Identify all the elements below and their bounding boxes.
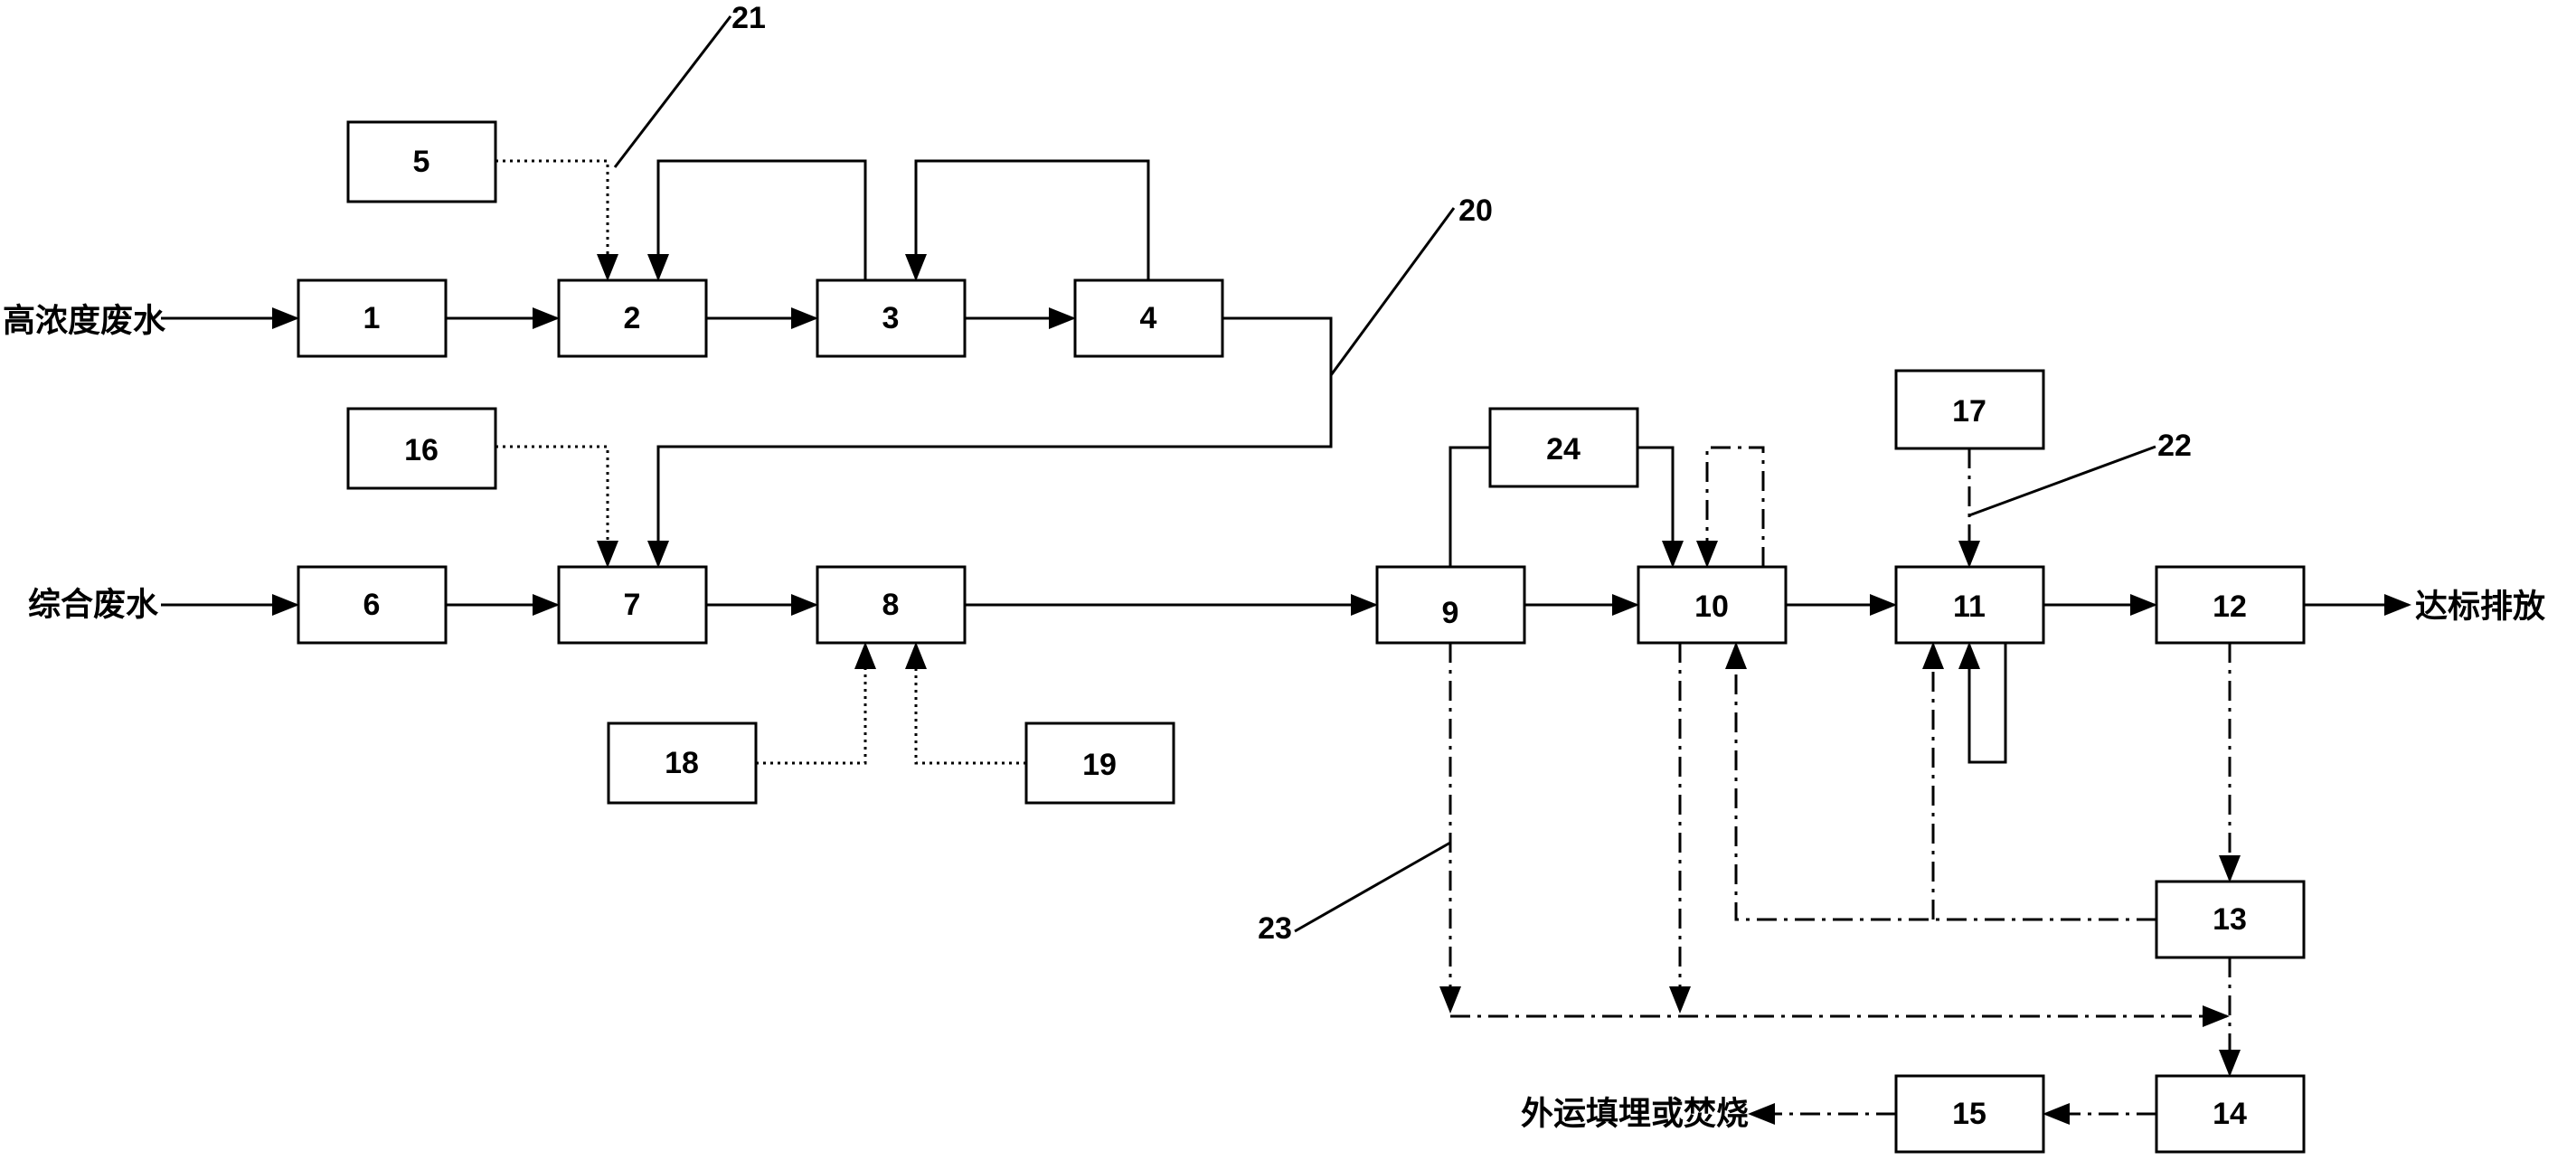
box-7-label: 7 — [624, 588, 641, 622]
box-24: 24 — [1488, 407, 1639, 488]
leader-label-22: 22 — [2157, 429, 2192, 463]
box-14-label: 14 — [2213, 1097, 2247, 1131]
box-9-label: 9 — [1442, 596, 1459, 630]
box-8: 8 — [816, 565, 967, 645]
box-19-label: 19 — [1082, 748, 1117, 782]
box-9: 9 — [1375, 565, 1526, 645]
input-label-high-concentration: 高浓度废水 — [3, 303, 166, 340]
box-1-label: 1 — [363, 301, 381, 335]
box-18: 18 — [607, 721, 758, 805]
box-10: 10 — [1637, 565, 1788, 645]
box-4-label: 4 — [1140, 301, 1157, 335]
recycle-loop-11 — [1958, 642, 2007, 764]
box-12-label: 12 — [2213, 589, 2247, 624]
box-11: 11 — [1894, 565, 2045, 645]
output-label-disposal: 外运填埋或焚烧 — [1521, 1096, 1749, 1133]
input-label-mixed: 综合废水 — [28, 587, 159, 624]
output-label-discharge: 达标排放 — [2415, 589, 2545, 626]
leader-line-20 — [1329, 207, 1456, 376]
box-13-label: 13 — [2213, 902, 2247, 937]
recycle-loop-10 — [1696, 446, 1765, 568]
dose-16-7 — [495, 445, 618, 568]
leader-label-23: 23 — [1258, 911, 1292, 946]
box-6: 6 — [297, 565, 448, 645]
box-16: 16 — [346, 407, 497, 490]
box-6-label: 6 — [363, 588, 381, 622]
box-3: 3 — [816, 278, 967, 358]
box-8-label: 8 — [882, 588, 900, 622]
dose-18-8 — [756, 642, 876, 765]
flow-9-24 — [1448, 446, 1490, 567]
dose-19-8 — [905, 642, 1026, 765]
return-13-10 — [1725, 642, 2156, 921]
box-1: 1 — [297, 278, 448, 358]
box-18-label: 18 — [665, 746, 699, 780]
box-7: 7 — [557, 565, 708, 645]
box-5: 5 — [346, 120, 497, 203]
box-16-label: 16 — [404, 433, 439, 467]
flow-24-10 — [1637, 446, 1684, 568]
leader-line-22 — [1968, 445, 2156, 517]
leader-line-23 — [1294, 841, 1451, 933]
dose-5-2 — [495, 159, 618, 281]
box-4: 4 — [1073, 278, 1224, 358]
box-5-label: 5 — [413, 145, 430, 179]
flow-4-recycle-3 — [905, 159, 1150, 281]
box-24-label: 24 — [1546, 432, 1581, 467]
leader-label-20: 20 — [1458, 193, 1493, 228]
box-15-label: 15 — [1952, 1097, 1986, 1131]
box-12: 12 — [2155, 565, 2306, 645]
box-17: 17 — [1894, 369, 2045, 450]
box-11-label: 11 — [1953, 589, 1986, 624]
flow-4-7 — [647, 316, 1333, 568]
box-14: 14 — [2155, 1074, 2306, 1154]
leader-line-21 — [613, 15, 732, 168]
box-19: 19 — [1024, 721, 1175, 805]
flow-3-recycle-2 — [647, 159, 867, 281]
box-2: 2 — [557, 278, 708, 358]
box-15: 15 — [1894, 1074, 2045, 1154]
box-10-label: 10 — [1694, 589, 1729, 624]
box-2-label: 2 — [624, 301, 641, 335]
box-3-label: 3 — [882, 301, 900, 335]
box-17-label: 17 — [1952, 394, 1986, 429]
leader-label-21: 21 — [731, 1, 766, 35]
box-13: 13 — [2155, 880, 2306, 959]
